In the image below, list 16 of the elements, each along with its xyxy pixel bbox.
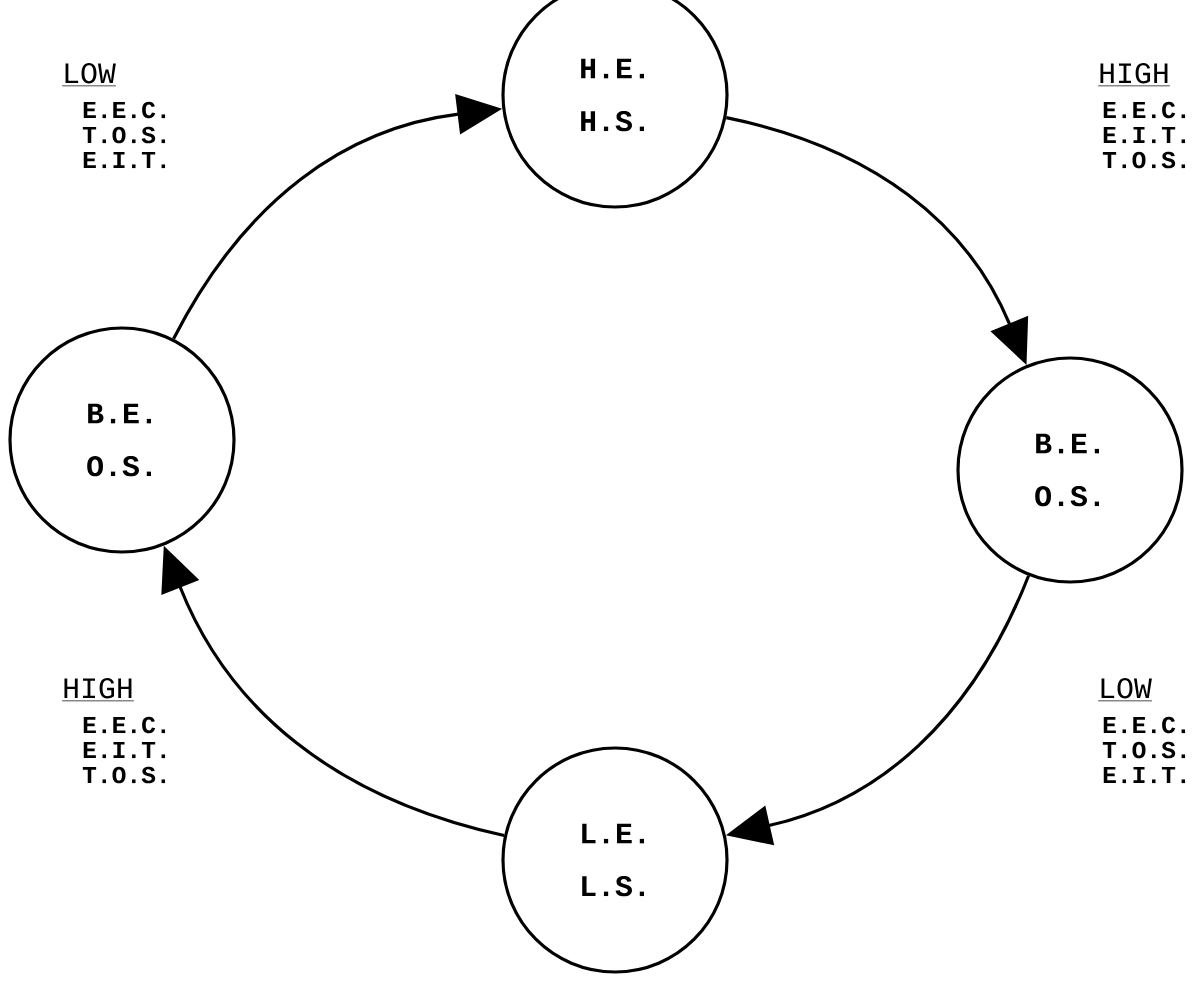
label: E.I.T. xyxy=(83,741,166,759)
label: E.I.T. xyxy=(1103,766,1186,784)
label: T.O.S. xyxy=(82,766,166,784)
label: E.I.T. xyxy=(1103,126,1186,144)
heading: LOW xyxy=(61,63,117,87)
label: T.O.S. xyxy=(82,126,166,144)
heading: HIGH xyxy=(1097,63,1171,87)
label: T.O.S. xyxy=(1102,741,1186,759)
heading: LOW xyxy=(1097,678,1153,702)
label: T.O.S. xyxy=(1102,151,1186,169)
label: E.I.T. xyxy=(83,151,166,169)
label: E.E.C. xyxy=(83,716,166,734)
heading: HIGH xyxy=(61,678,135,702)
label: E.E.C. xyxy=(1103,101,1186,119)
label: E.E.C. xyxy=(83,101,166,119)
label: E.E.C. xyxy=(1103,716,1186,734)
